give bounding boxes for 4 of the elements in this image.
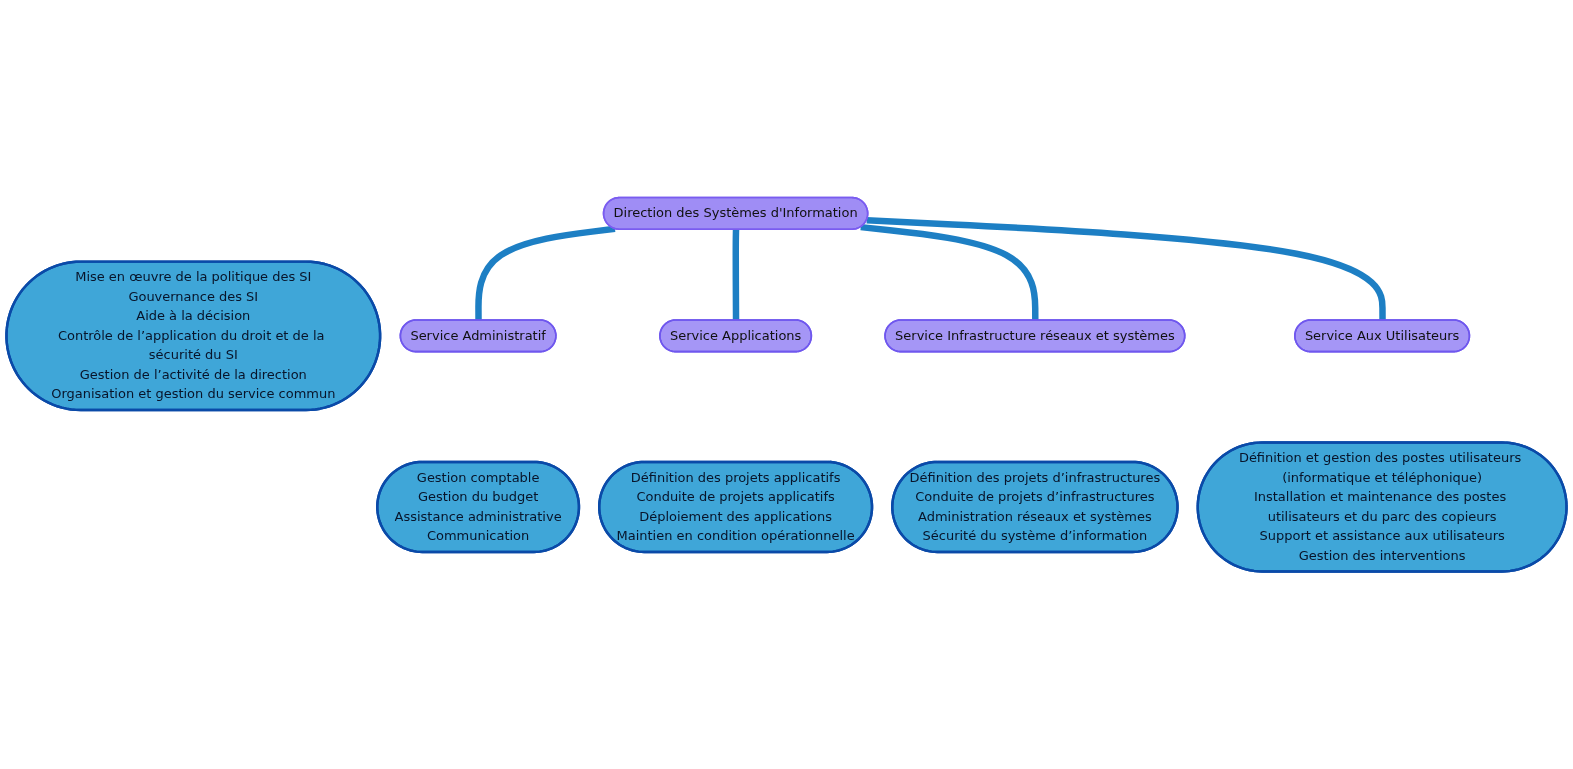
connector <box>732 229 740 321</box>
connector <box>866 217 1386 321</box>
connector <box>475 225 616 321</box>
connector <box>860 223 1039 321</box>
